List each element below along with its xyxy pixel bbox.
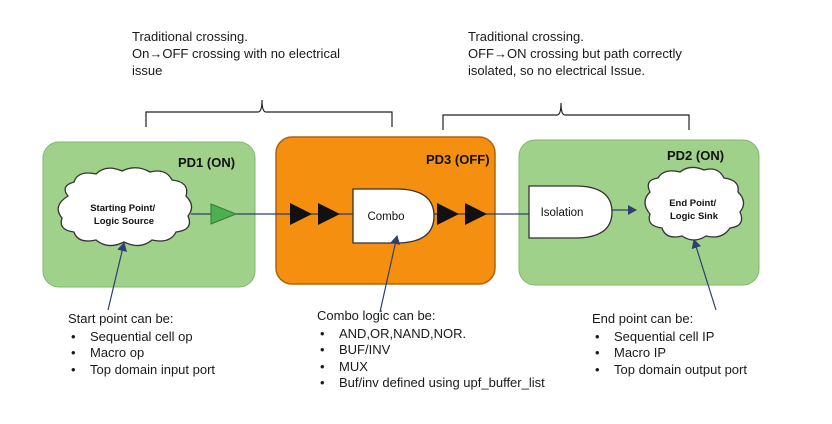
combo-logic-list: Combo logic can be: AND,OR,NAND,NOR. BUF… (317, 308, 545, 392)
isolation-label: Isolation (541, 207, 584, 219)
start-point-list-title: Start point can be: (68, 311, 174, 326)
pd2-label: PD2 (ON) (667, 148, 724, 163)
start-point-list: Start point can be: Sequential cell op M… (68, 311, 215, 378)
buffer-off-icon-4 (465, 203, 487, 225)
start-point-cloud-icon (57, 167, 193, 247)
top-note-right-line: Traditional crossing. (468, 29, 584, 44)
pd1-label: PD1 (ON) (178, 155, 235, 170)
end-point-label: End Point/ Logic Sink (669, 198, 719, 222)
brace-right (442, 102, 690, 130)
combo-gate-icon (352, 188, 435, 244)
top-note-left: Traditional crossing. On→OFF crossing wi… (132, 28, 340, 79)
list-item: Sequential cell IP (592, 329, 747, 346)
top-note-right: Traditional crossing. OFF→ON crossing bu… (468, 28, 682, 79)
buffer-on-icon (210, 203, 238, 225)
end-point-list: End point can be: Sequential cell IP Mac… (592, 311, 747, 378)
list-item: Buf/inv defined using upf_buffer_list (317, 375, 545, 392)
top-note-right-line: isolated, so no electrical Issue. (468, 63, 646, 78)
start-point-label: Starting Point/ Logic Source (90, 203, 158, 227)
combo-pointer-arrow (379, 235, 401, 313)
top-note-left-line: Traditional crossing. (132, 29, 248, 44)
pd3-label: PD3 (OFF) (426, 152, 490, 167)
buffer-off-icon-3 (437, 203, 459, 225)
buffer-off-icon-2 (318, 203, 340, 225)
top-note-left-line: On→OFF crossing with no electrical (132, 46, 341, 61)
end-point-cloud-icon (644, 166, 745, 241)
buffer-off-icon-1 (290, 203, 312, 225)
list-item: AND,OR,NAND,NOR. (317, 326, 545, 343)
list-item: Top domain input port (68, 362, 215, 379)
list-item: BUF/INV (317, 342, 545, 359)
top-note-left-line: issue (132, 63, 163, 78)
list-item: Top domain output port (592, 362, 747, 379)
list-item: MUX (317, 359, 545, 376)
list-item: Macro op (68, 345, 215, 362)
end-pointer-arrow (691, 239, 717, 311)
top-note-right-line: OFF→ON crossing but path correctly (468, 46, 682, 61)
list-item: Sequential cell op (68, 329, 215, 346)
list-item: Macro IP (592, 345, 747, 362)
end-point-list-title: End point can be: (592, 311, 694, 326)
combo-logic-list-title: Combo logic can be: (317, 308, 436, 323)
combo-label: Combo (367, 211, 404, 223)
start-pointer-arrow (107, 242, 128, 311)
brace-left (145, 99, 393, 127)
isolation-gate-icon (528, 185, 613, 239)
